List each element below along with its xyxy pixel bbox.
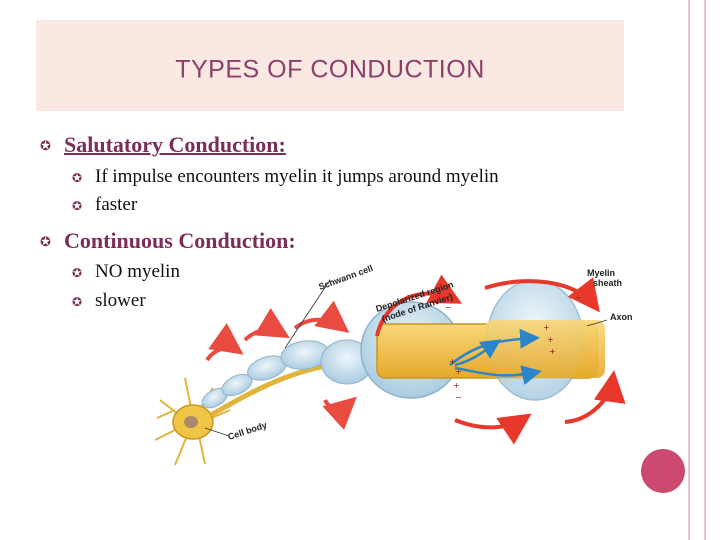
heading-continuous: Continuous Conduction: [64, 228, 296, 253]
neuron-conduction-diagram: Schwann cell Depolarized region (node of… [155, 263, 633, 466]
heading-salutatory: Salutatory Conduction: [64, 132, 286, 157]
subitem-text: NO myelin [95, 261, 180, 282]
decorative-line-left [688, 0, 690, 540]
label-schwann-cell: Schwann cell [317, 263, 374, 292]
subitem-text: slower [95, 290, 146, 311]
myelin-segments [201, 339, 374, 409]
slide-title: TYPES OF CONDUCTION [175, 55, 485, 84]
nucleus [184, 416, 198, 428]
svg-text:+: + [549, 347, 556, 356]
svg-text:−: − [575, 293, 582, 302]
decorative-line-right [704, 0, 706, 540]
svg-text:+: + [547, 335, 554, 344]
sub-bullet-icon: ✪ [72, 171, 83, 185]
local-current-arrows [449, 328, 542, 385]
label-myelin: Myelin [587, 268, 615, 278]
svg-text:+: + [455, 367, 462, 376]
title-banner: TYPES OF CONDUCTION [36, 20, 624, 111]
bullet-icon: ✪ [40, 235, 51, 250]
svg-text:−: − [455, 393, 462, 402]
label-sheath: sheath [593, 278, 622, 288]
bullet-icon: ✪ [40, 139, 51, 154]
svg-text:+: + [453, 381, 460, 390]
saltatory-arrows [205, 300, 357, 430]
subitem-text: If impulse encounters myelin it jumps ar… [95, 166, 499, 187]
svg-text:+: + [449, 357, 456, 366]
charge-marks: +++ +++ −−− [445, 293, 582, 402]
sub-bullet-icon: ✪ [72, 266, 83, 280]
label-axon: Axon [610, 312, 633, 322]
subitem-text: faster [95, 194, 138, 215]
sub-bullet-icon: ✪ [72, 199, 83, 213]
svg-text:+: + [543, 323, 550, 332]
svg-text:−: − [445, 303, 452, 312]
sub-bullet-icon: ✪ [72, 295, 83, 309]
decorative-circle [641, 449, 685, 493]
label-cell-body: Cell body [227, 420, 269, 442]
